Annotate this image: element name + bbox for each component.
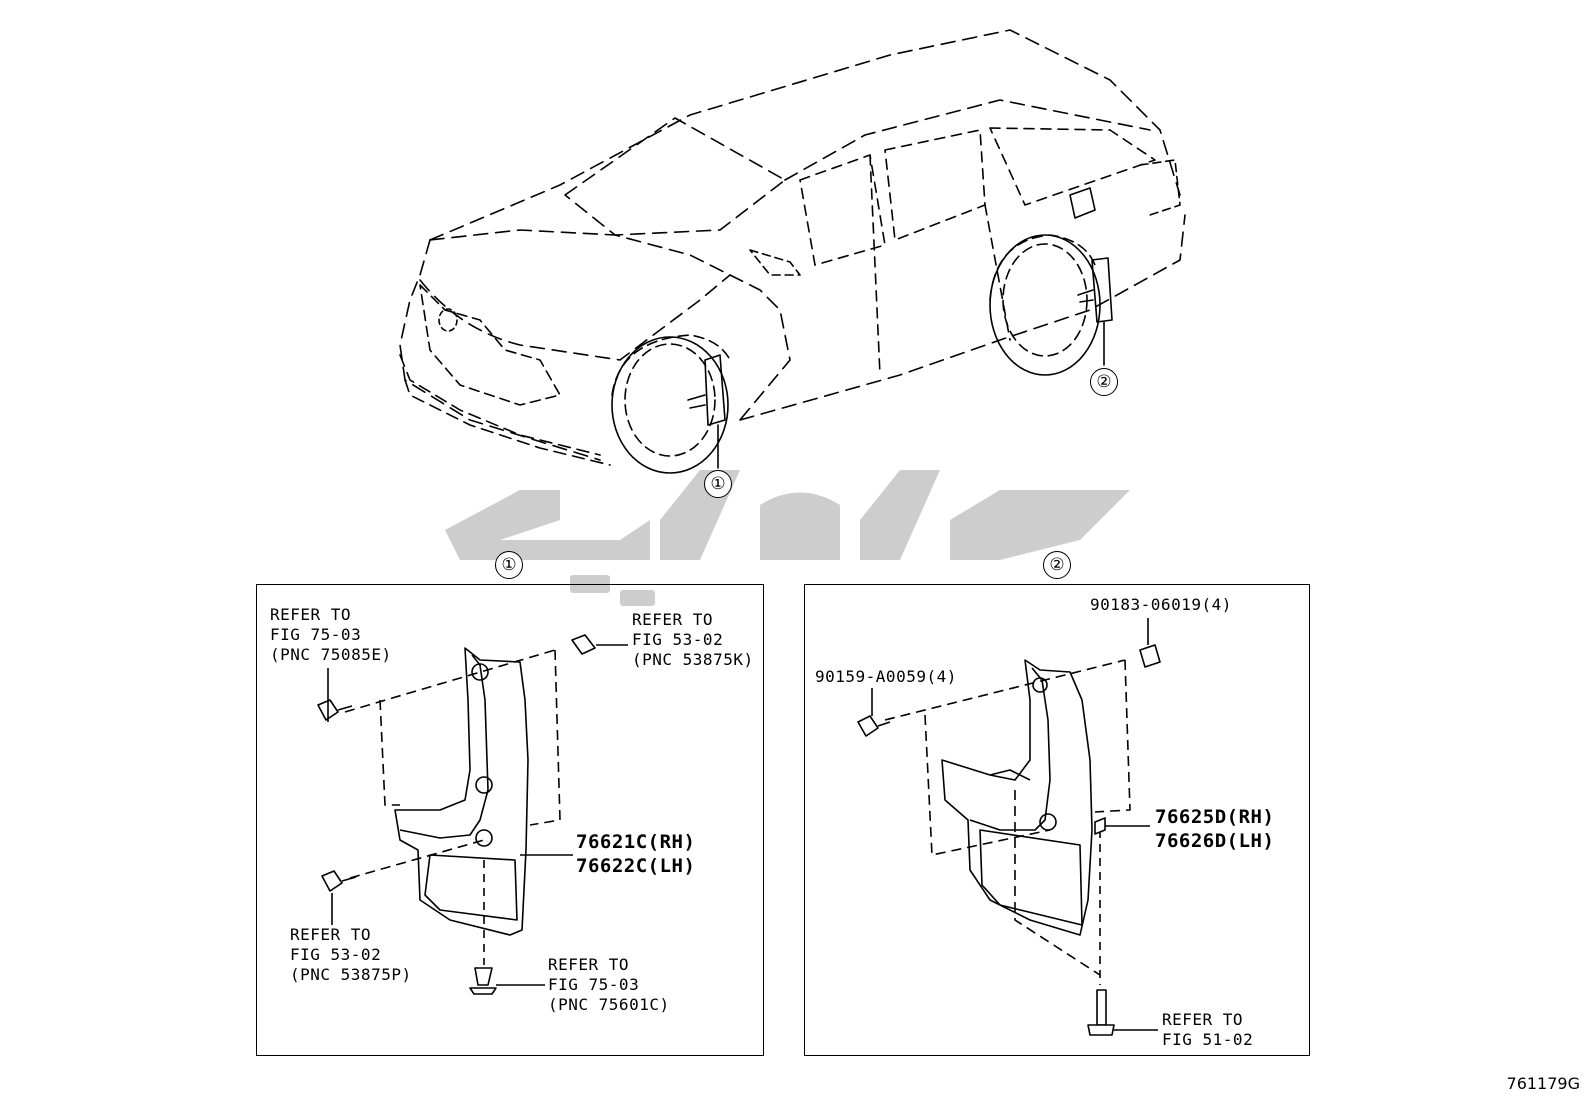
right-part-numbers: 76625D(RH) 76626D(LH): [1155, 806, 1275, 852]
left-ref-bottom-left: REFER TO FIG 53-02 (PNC 53875P): [290, 925, 412, 984]
right-bolt-part-number: 90159-A0059(4): [815, 667, 957, 686]
car-callout-2: ②: [1090, 368, 1118, 396]
car-callout-1: ①: [704, 470, 732, 498]
panel-callout-2: ②: [1043, 551, 1071, 579]
left-ref-bottom-right: REFER TO FIG 75-03 (PNC 75601C): [548, 955, 670, 1014]
left-ref-top-left: REFER TO FIG 75-03 (PNC 75085E): [270, 605, 392, 664]
panel-callout-1: ①: [495, 551, 523, 579]
left-ref-top-right: REFER TO FIG 53-02 (PNC 53875K): [632, 610, 754, 669]
right-ref-bottom: REFER TO FIG 51-02: [1162, 1010, 1254, 1049]
left-part-numbers: 76621C(RH) 76622C(LH): [576, 831, 696, 877]
panel-right: [804, 584, 1310, 1056]
figure-id: 761179G: [1506, 1074, 1580, 1093]
panel-left: [256, 584, 764, 1056]
right-nut-part-number: 90183-06019(4): [1090, 595, 1232, 614]
